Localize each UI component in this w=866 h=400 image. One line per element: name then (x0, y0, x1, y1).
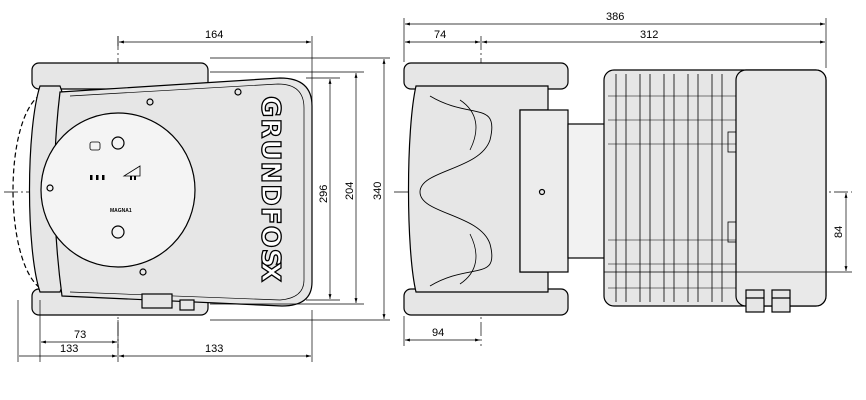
side-dimensions (403, 18, 852, 346)
dim-label-204: 204 (344, 182, 356, 200)
dim-label-386: 386 (606, 11, 624, 23)
bottom-button (111, 225, 125, 239)
screw-top (146, 98, 154, 106)
side-shaft-housing (567, 123, 607, 259)
dim-label-164: 164 (205, 29, 223, 41)
side-dimension-labels: 386 74 312 94 84 (432, 11, 845, 339)
control-panel-face (40, 112, 196, 268)
model-label: MAGNA1 (110, 208, 132, 214)
screw-right-top (234, 88, 242, 96)
dim-label-94: 94 (432, 327, 444, 339)
side-vent-bottom (727, 221, 737, 243)
dim-label-84: 84 (833, 226, 845, 238)
screw-bottom (139, 268, 147, 276)
dim-label-73: 73 (74, 329, 86, 341)
side-impeller-wave (419, 95, 493, 287)
front-view: MAGNA1 GRUNDFOS X (4, 36, 313, 348)
front-dimensions (17, 36, 390, 362)
cooling-fins (608, 74, 736, 302)
dim-label-312: 312 (640, 29, 658, 41)
side-motor-end (735, 69, 827, 307)
brand-logo: GRUNDFOS (255, 96, 285, 268)
screw-left (46, 184, 54, 192)
terminal-box (141, 293, 173, 309)
led-indicators (90, 175, 136, 180)
front-dimension-labels: 164 296 204 340 73 133 133 (60, 29, 384, 355)
terminal-connector (179, 299, 195, 311)
cable-glands (745, 289, 791, 313)
side-shaft-point (538, 188, 546, 196)
dim-label-133-left: 133 (60, 343, 78, 355)
display-window (89, 141, 101, 151)
side-view (394, 36, 852, 346)
side-vent-top (727, 131, 737, 153)
dim-label-133-right: 133 (205, 343, 223, 355)
side-top-flange (403, 62, 569, 90)
top-button (111, 136, 125, 150)
brand-logo-x: X (255, 262, 285, 283)
control-head-bevel (69, 83, 305, 301)
volute-outline (12, 94, 41, 289)
dim-label-296: 296 (318, 185, 330, 203)
dim-label-74: 74 (434, 29, 446, 41)
side-impeller-inner (459, 99, 477, 285)
dim-label-340: 340 (372, 182, 384, 200)
side-bottom-flange (403, 288, 569, 316)
